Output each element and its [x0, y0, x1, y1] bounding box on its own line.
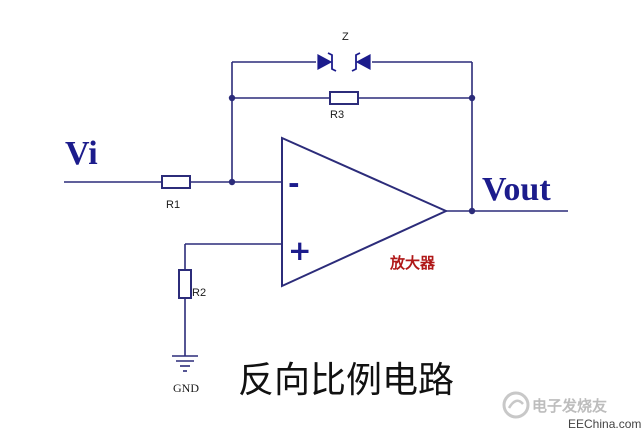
resistor-r1	[161, 175, 191, 189]
junction-dot	[468, 94, 476, 102]
label-z: Z	[342, 31, 349, 43]
watermark-logo-icon	[502, 391, 530, 419]
label-vout: Vout	[482, 171, 551, 208]
label-noninverting-input: +	[288, 234, 311, 267]
label-inverting-input: -	[288, 167, 300, 200]
ground-icon	[172, 355, 198, 372]
page-title: 反向比例电路	[238, 360, 454, 401]
resistor-r2	[178, 269, 192, 299]
label-r3: R3	[330, 109, 344, 121]
zener-diode-pair	[316, 52, 372, 72]
junctions	[228, 94, 476, 215]
zener-left-bar	[327, 52, 337, 72]
label-vin: Vi	[65, 135, 98, 172]
label-r1: R1	[166, 199, 180, 211]
junction-dot	[228, 178, 236, 186]
op-amp-triangle	[281, 136, 449, 288]
junction-dot	[228, 94, 236, 102]
watermark: 电子发烧友 EEChina.com	[502, 391, 641, 431]
zener-right-bar	[351, 52, 361, 72]
label-amplifier: 放大器	[389, 254, 436, 272]
junction-dot	[468, 207, 476, 215]
watermark-site: EEChina.com	[568, 417, 641, 431]
resistor-r3	[329, 91, 359, 105]
zener-left-icon	[317, 53, 333, 71]
label-gnd: GND	[173, 381, 199, 395]
label-r2: R2	[192, 287, 206, 299]
watermark-text: 电子发烧友	[532, 397, 607, 415]
zener-right-icon	[355, 53, 371, 71]
